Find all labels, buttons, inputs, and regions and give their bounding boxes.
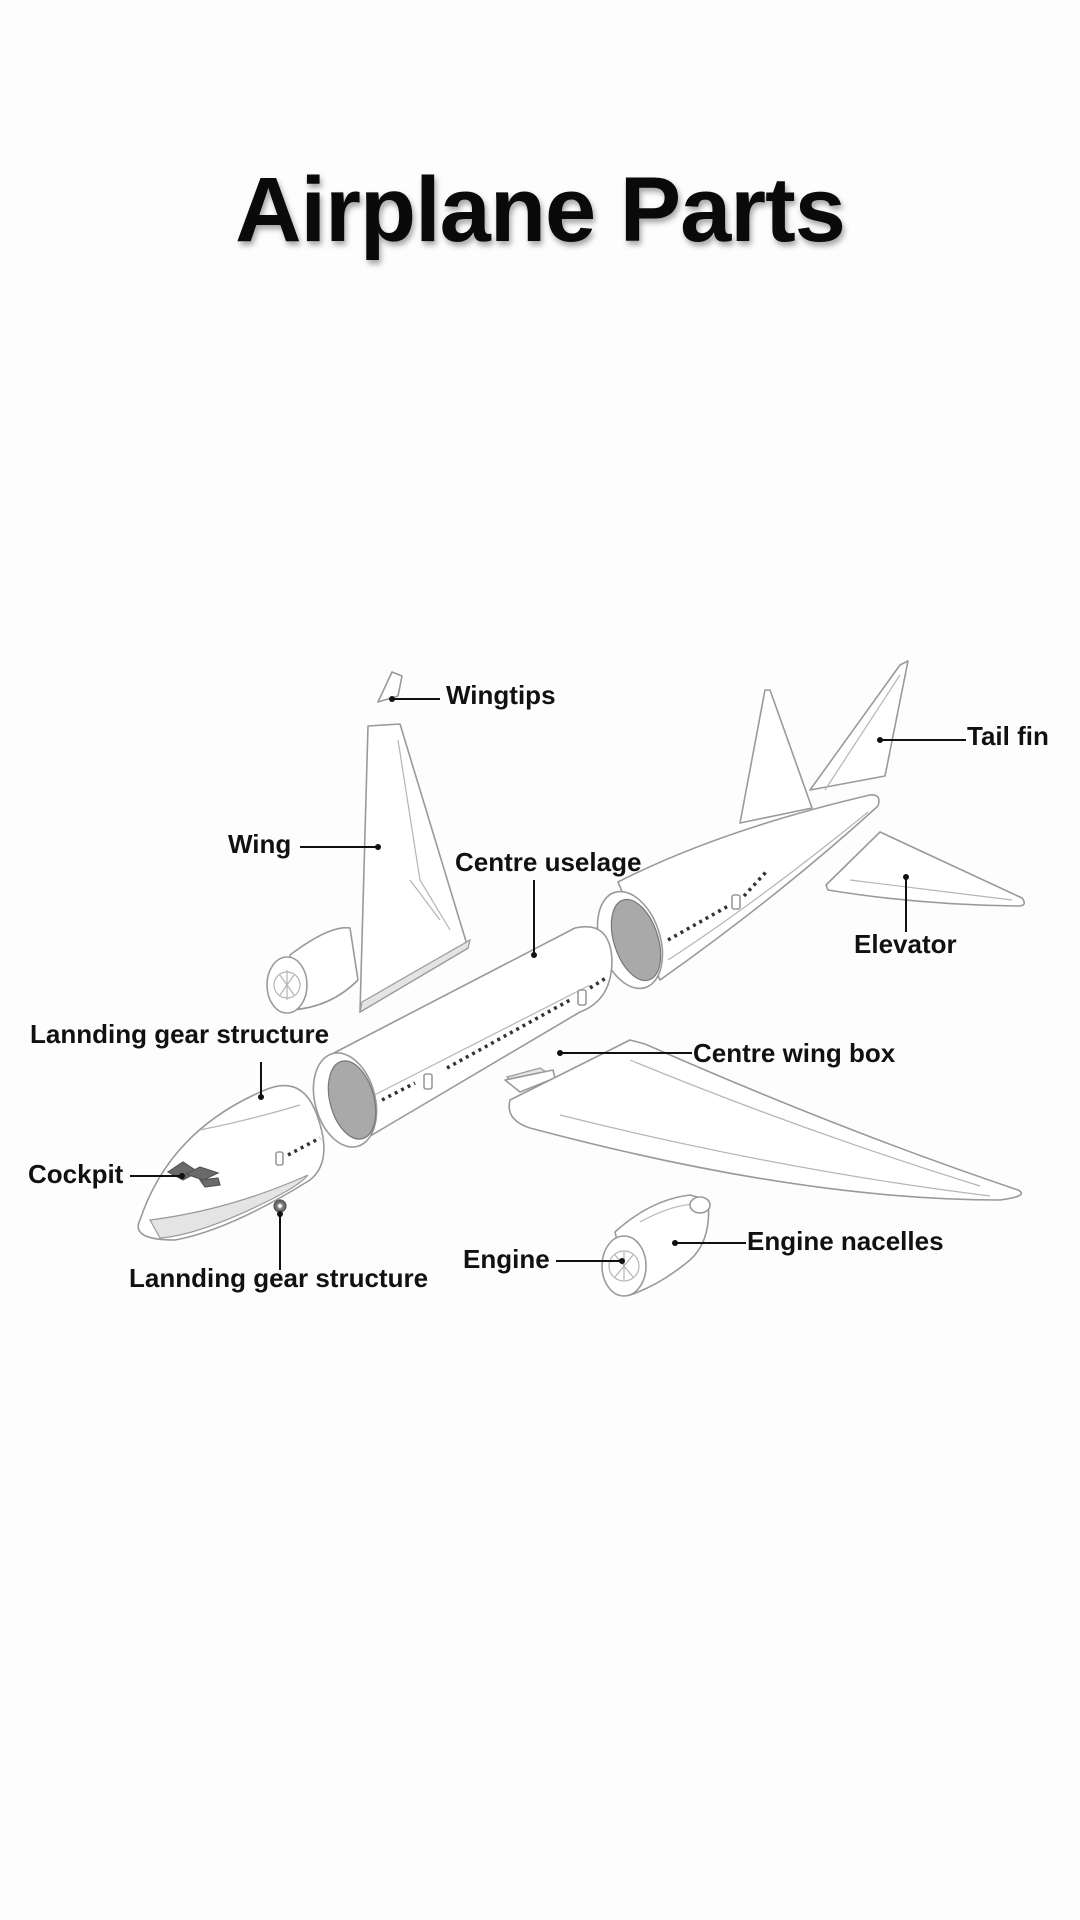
label-cockpit: Cockpit (28, 1159, 124, 1189)
rear-fuselage (596, 660, 909, 990)
label-engine-nacelles: Engine nacelles (747, 1226, 944, 1256)
label-wing: Wing (228, 829, 291, 859)
label-wingtips: Wingtips (446, 680, 556, 710)
label-landing-gear-upper: Lannding gear structure (30, 1019, 329, 1049)
label-tail-fin: Tail fin (967, 721, 1049, 751)
leader-lines (130, 696, 966, 1270)
page-title: Airplane Parts (235, 159, 846, 261)
label-engine: Engine (463, 1244, 550, 1274)
nose-section (137, 1084, 325, 1241)
tail-fin-shape (809, 660, 909, 791)
label-centre-fuselage: Centre uselage (455, 847, 641, 877)
right-wing (508, 1039, 1023, 1201)
label-landing-gear-lower: Lannding gear structure (129, 1263, 428, 1293)
right-engine (601, 1194, 711, 1297)
left-engine (266, 926, 359, 1014)
left-wing (359, 671, 471, 1014)
label-centre-wing-box: Centre wing box (693, 1038, 896, 1068)
elevator-surface (825, 831, 1026, 907)
label-elevator: Elevator (854, 929, 957, 959)
centre-fuselage (312, 926, 613, 1148)
